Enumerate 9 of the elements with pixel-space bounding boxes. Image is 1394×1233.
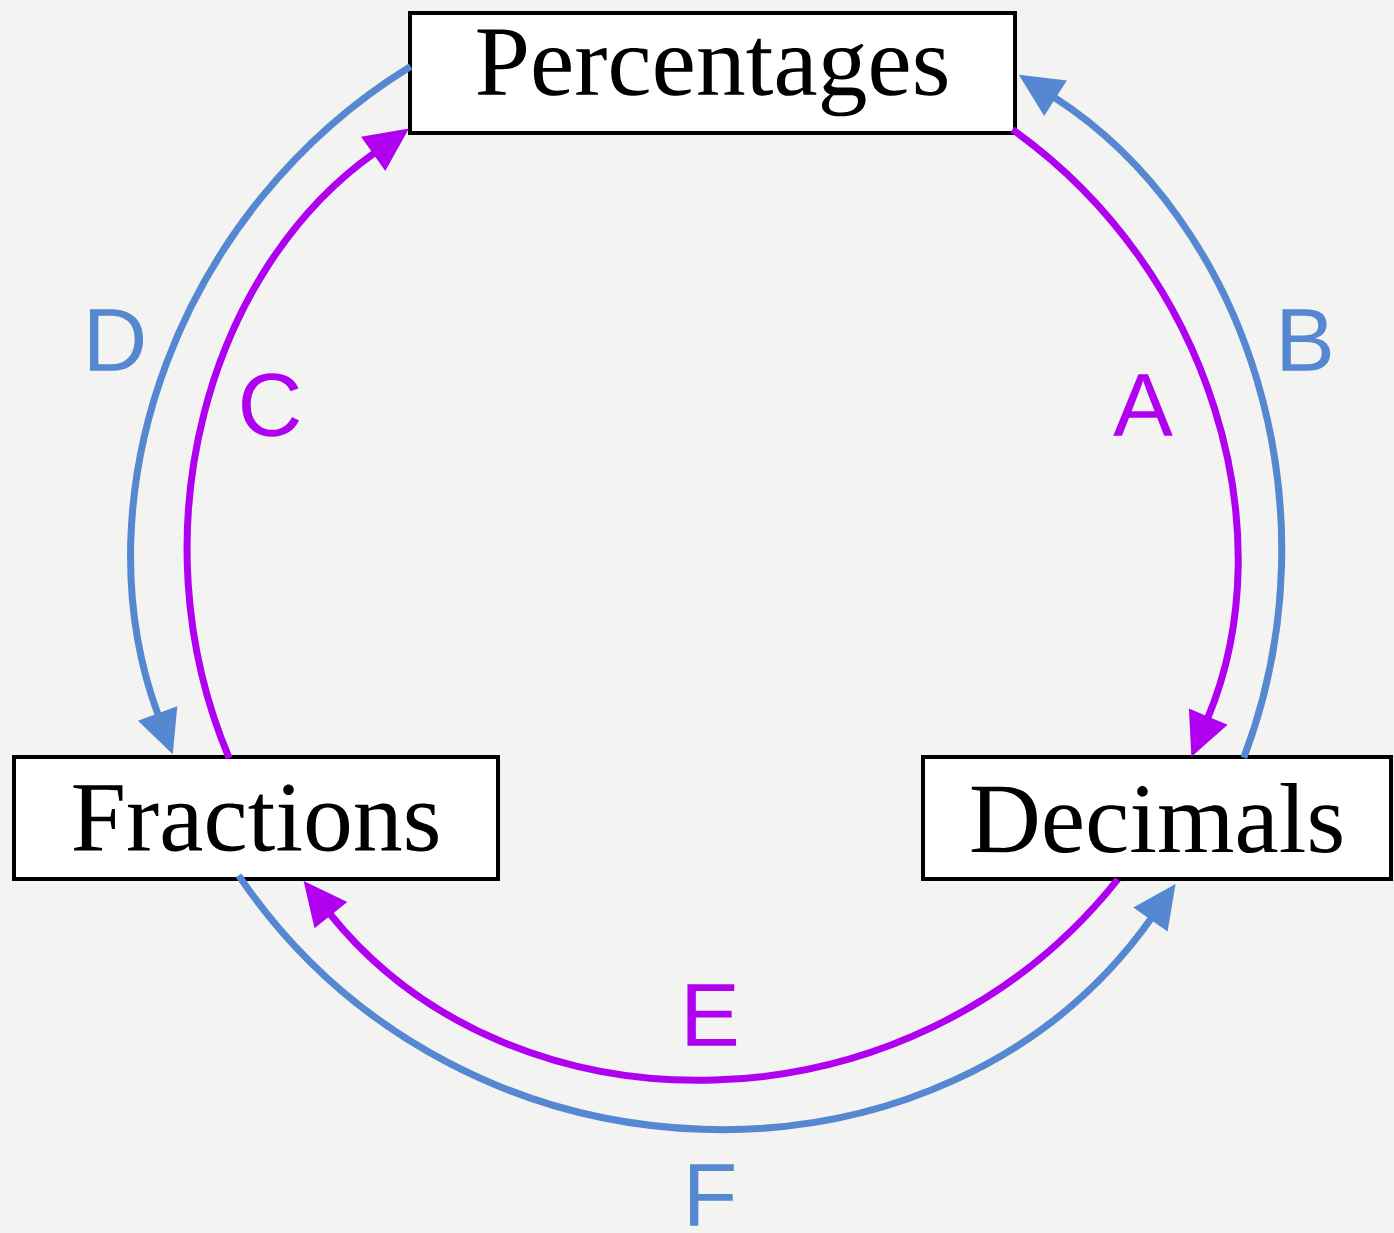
edge-label: D <box>80 307 150 373</box>
label-box: Fractions <box>12 755 500 881</box>
edge-label: A <box>1111 372 1175 438</box>
edge-label: C <box>235 371 305 439</box>
edge-label: E <box>678 982 742 1048</box>
label-box: Decimals <box>921 755 1393 881</box>
label-box: Percentages <box>408 11 1017 135</box>
edge-label: B <box>1273 307 1337 373</box>
edge-label: F <box>680 1162 740 1228</box>
